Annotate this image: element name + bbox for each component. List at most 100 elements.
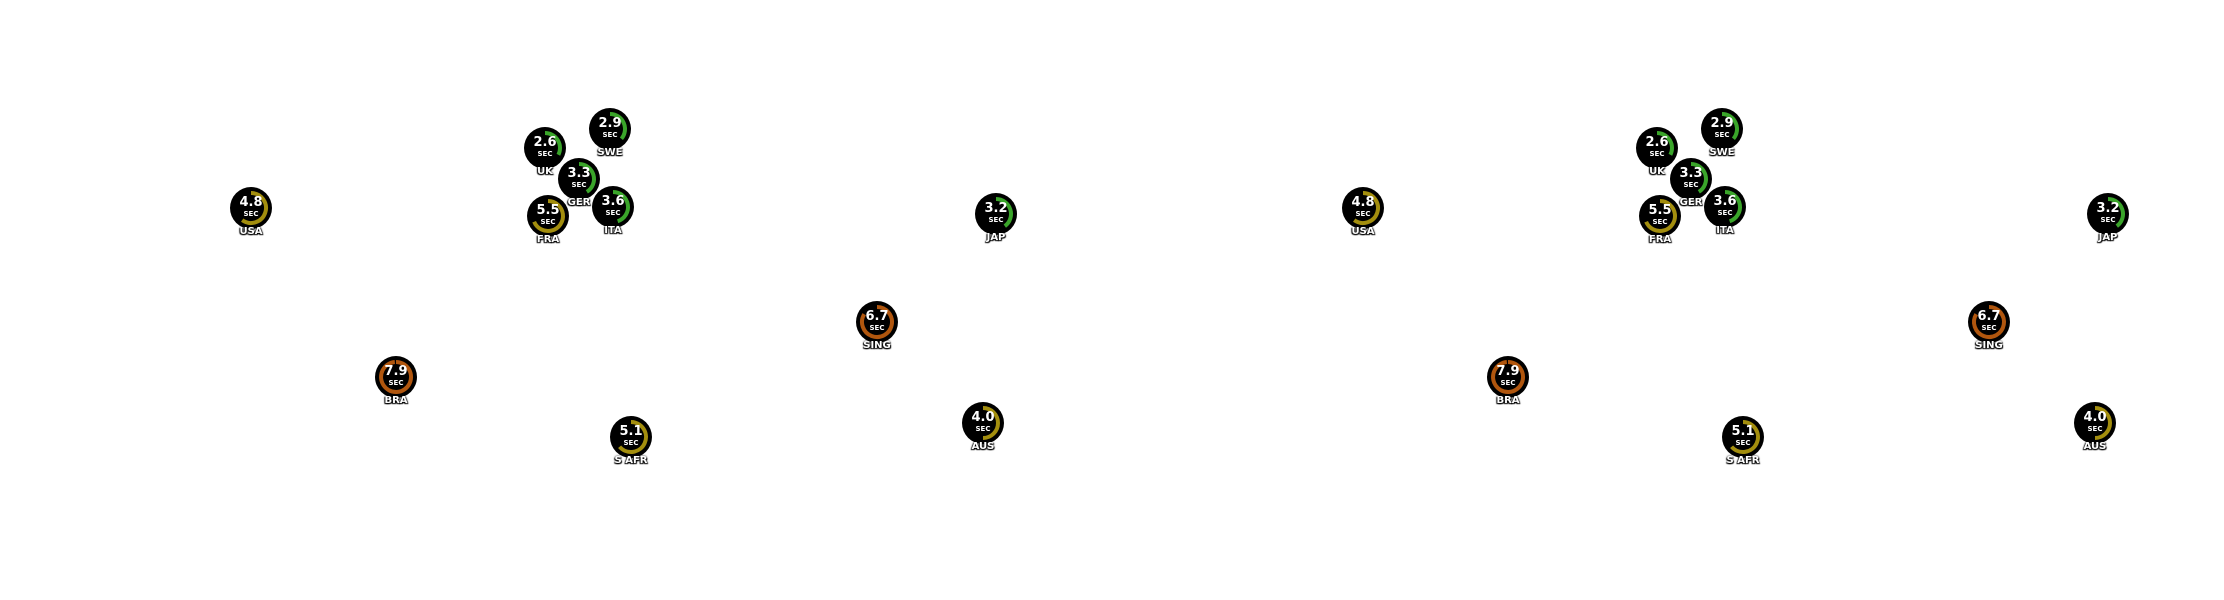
latency-unit: SEC [869, 324, 885, 332]
country-label: UK [1649, 166, 1665, 177]
progress-ring-icon [524, 127, 566, 169]
progress-ring-icon [1968, 301, 2010, 343]
latency-unit: SEC [1717, 209, 1733, 217]
country-label: AUS [2083, 441, 2107, 452]
latency-value: 6.7 [1977, 309, 2001, 324]
progress-ring-icon [558, 158, 600, 200]
latency-value: 4.8 [239, 195, 263, 210]
latency-unit: SEC [2100, 216, 2116, 224]
progress-ring-icon [375, 356, 417, 398]
country-label: UK [537, 166, 553, 177]
latency-value: 4.0 [971, 410, 995, 425]
country-label: SING [1975, 340, 2003, 351]
latency-unit: SEC [975, 425, 991, 433]
country-label: JAP [986, 232, 1006, 243]
latency-value: 5.5 [536, 203, 560, 218]
progress-ring-icon [2087, 193, 2129, 235]
latency-value: 2.6 [533, 135, 557, 150]
progress-ring-icon [1636, 127, 1678, 169]
country-label: ITA [604, 225, 622, 236]
progress-ring-icon [589, 108, 631, 150]
latency-value: 2.6 [1645, 135, 1669, 150]
latency-unit: SEC [1355, 210, 1371, 218]
progress-ring-icon [2074, 402, 2116, 444]
country-label: SING [863, 340, 891, 351]
country-label: AUS [971, 441, 995, 452]
country-label: SWE [1709, 147, 1735, 158]
progress-ring-icon [1701, 108, 1743, 150]
latency-value: 5.1 [1731, 424, 1755, 439]
country-label: USA [239, 226, 263, 237]
country-label: BRA [1496, 395, 1520, 406]
latency-unit: SEC [602, 131, 618, 139]
progress-ring-icon [527, 195, 569, 237]
country-label: SWE [597, 147, 623, 158]
latency-value: 3.6 [601, 194, 625, 209]
progress-ring-icon [1670, 158, 1712, 200]
country-label: GER [567, 197, 591, 208]
country-label: ITA [1716, 225, 1734, 236]
latency-value: 3.3 [1679, 166, 1703, 181]
latency-unit: SEC [571, 181, 587, 189]
latency-unit: SEC [623, 439, 639, 447]
country-label: GER [1679, 197, 1703, 208]
latency-value: 2.9 [598, 116, 622, 131]
latency-value: 2.9 [1710, 116, 1734, 131]
latency-unit: SEC [1500, 379, 1516, 387]
latency-unit: SEC [605, 209, 621, 217]
country-label: JAP [2098, 232, 2118, 243]
latency-value: 3.2 [984, 201, 1008, 216]
latency-value: 7.9 [384, 364, 408, 379]
latency-unit: SEC [1981, 324, 1997, 332]
latency-value: 7.9 [1496, 364, 1520, 379]
latency-unit: SEC [1652, 218, 1668, 226]
progress-ring-icon [1342, 187, 1384, 229]
country-label: USA [1351, 226, 1375, 237]
progress-ring-icon [1487, 356, 1529, 398]
progress-ring-icon [975, 193, 1017, 235]
country-label: FRA [1648, 234, 1672, 245]
progress-ring-icon [1639, 195, 1681, 237]
progress-ring-icon [592, 186, 634, 228]
latency-unit: SEC [2087, 425, 2103, 433]
progress-ring-icon [1704, 186, 1746, 228]
latency-value: 4.0 [2083, 410, 2107, 425]
latency-unit: SEC [243, 210, 259, 218]
country-label: S AFR [1726, 455, 1760, 466]
progress-ring-icon [610, 416, 652, 458]
latency-value: 5.5 [1648, 203, 1672, 218]
latency-unit: SEC [388, 379, 404, 387]
progress-ring-icon [1722, 416, 1764, 458]
country-label: FRA [536, 234, 560, 245]
progress-ring-icon [962, 402, 1004, 444]
latency-value: 5.1 [619, 424, 643, 439]
latency-unit: SEC [1714, 131, 1730, 139]
latency-unit: SEC [540, 218, 556, 226]
latency-value: 3.2 [2096, 201, 2120, 216]
latency-value: 3.3 [567, 166, 591, 181]
